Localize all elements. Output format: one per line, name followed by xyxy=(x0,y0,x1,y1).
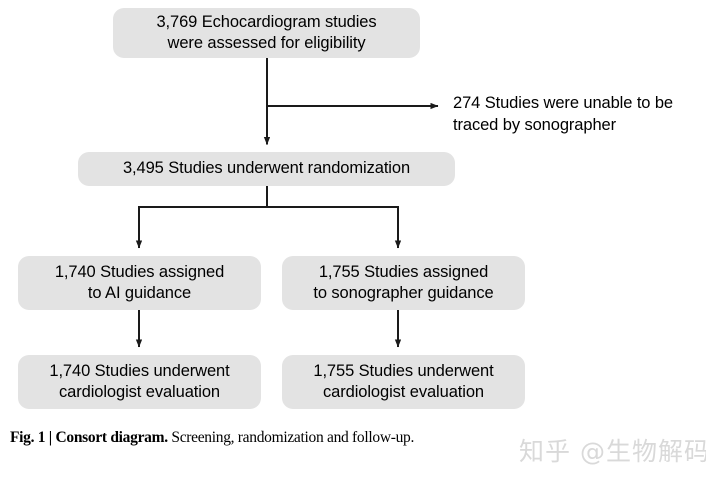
node-ai-cardiologist-evaluation: 1,740 Studies underwent cardiologist eva… xyxy=(18,355,261,409)
node-ai-guidance-assigned: 1,740 Studies assigned to AI guidance xyxy=(18,256,261,310)
node-screened-line1: 3,769 Echocardiogram studies xyxy=(156,12,377,31)
node-ai-assigned-line1: 1,740 Studies assigned xyxy=(54,262,225,281)
node-ai-evaluated-line2: cardiologist evaluation xyxy=(59,383,220,401)
node-sono-assigned-line1: 1,755 Studies assigned xyxy=(318,262,489,281)
node-excluded-line2: be traced by sonographer xyxy=(453,94,674,134)
node-sonographer-cardiologist-evaluation: 1,755 Studies underwent cardiologist eva… xyxy=(282,355,525,409)
figure-caption-label: Fig. 1 | Consort diagram. xyxy=(10,429,168,446)
figure-caption: Fig. 1 | Consort diagram. Screening, ran… xyxy=(10,429,414,447)
node-studies-randomized: 3,495 Studies underwent randomization xyxy=(78,152,455,186)
node-sonographer-guidance-assigned: 1,755 Studies assigned to sonographer gu… xyxy=(282,256,525,310)
node-ai-assigned-line2: to AI guidance xyxy=(87,284,192,302)
node-studies-excluded: 274 Studies were unable to be traced by … xyxy=(453,93,703,137)
node-sono-evaluated-line1: 1,755 Studies underwent xyxy=(313,361,494,380)
node-sono-assigned-line2: to sonographer guidance xyxy=(313,284,494,302)
watermark-overlay: 知乎 @生物解码 xyxy=(519,437,706,466)
node-screened-line2: were assessed for eligibility xyxy=(167,34,366,52)
edge-randomized-split-stem xyxy=(139,186,398,208)
node-sono-evaluated-line2: cardiologist evaluation xyxy=(323,383,484,401)
node-ai-evaluated-line1: 1,740 Studies underwent xyxy=(49,361,230,380)
node-studies-screened: 3,769 Echocardiogram studies were assess… xyxy=(113,8,420,58)
figure-caption-text: Screening, randomization and follow-up. xyxy=(167,429,415,446)
node-randomized-line1: 3,495 Studies underwent randomization xyxy=(122,159,411,178)
node-excluded-line1: 274 Studies were unable to xyxy=(453,94,651,112)
